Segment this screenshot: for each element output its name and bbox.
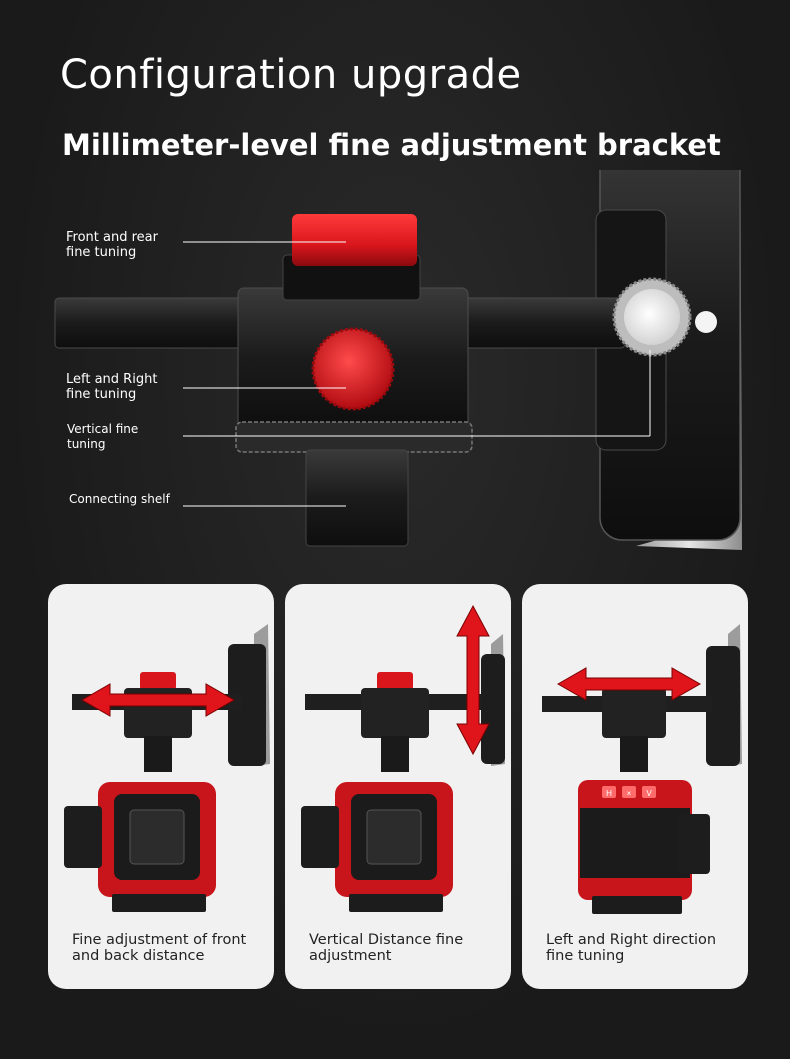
card-caption: Left and Right direction fine tuning [546, 932, 736, 964]
horizontal-double-arrow-icon [556, 667, 702, 701]
callout-front-rear: Front and rear fine tuning [66, 230, 158, 260]
card-caption: Vertical Distance fine adjustment [309, 932, 499, 964]
caption-line: adjustment [309, 948, 392, 964]
caption-line: Vertical Distance fine [309, 932, 464, 948]
callout-vertical: Vertical fine tuning [67, 422, 138, 452]
caption-line: Left and Right direction [546, 932, 717, 948]
laser-button-v: V [646, 789, 652, 798]
bracket-hero-illustration [0, 70, 790, 570]
front-rear-knob [292, 214, 417, 266]
card-illustration [301, 604, 505, 912]
caption-line: fine tuning [546, 948, 625, 964]
connecting-shelf [305, 449, 409, 547]
card-illustration: H × V [542, 624, 742, 914]
vertical-double-arrow-icon [456, 604, 490, 756]
page-subtitle: Millimeter-level fine adjustment bracket [62, 128, 721, 162]
card-caption: Fine adjustment of front and back distan… [72, 932, 262, 964]
callout-line: fine tuning [66, 245, 137, 260]
callout-line: Front and rear [66, 230, 158, 245]
laser-control-buttons: H × V [602, 786, 656, 798]
card-left-right: H × V Left and Right direction fine tuni… [522, 584, 748, 989]
mount-bolt [695, 311, 717, 333]
laser-button-h: H [606, 789, 612, 798]
white-knob [624, 289, 680, 345]
card-front-back: Fine adjustment of front and back distan… [48, 584, 274, 989]
caption-line: Fine adjustment of front [72, 932, 247, 948]
callout-line: Vertical fine [67, 422, 139, 436]
card-illustration [64, 624, 270, 912]
callout-connecting-shelf: Connecting shelf [69, 492, 170, 507]
laser-button-x: × [627, 789, 632, 798]
page-title: Configuration upgrade [60, 52, 522, 98]
feature-cards: Fine adjustment of front and back distan… [48, 584, 748, 989]
horizontal-double-arrow-icon [80, 683, 236, 717]
callout-line: Connecting shelf [69, 492, 170, 506]
card-vertical: Vertical Distance fine adjustment [285, 584, 511, 989]
bracket-drawing [54, 70, 742, 550]
callout-line: tuning [67, 437, 106, 451]
caption-line: and back distance [72, 948, 205, 964]
vertical-ring [235, 421, 473, 453]
callout-line: fine tuning [66, 387, 137, 402]
left-right-knob [311, 327, 395, 411]
callout-line: Left and Right [66, 372, 158, 387]
callout-left-right: Left and Right fine tuning [66, 372, 157, 402]
